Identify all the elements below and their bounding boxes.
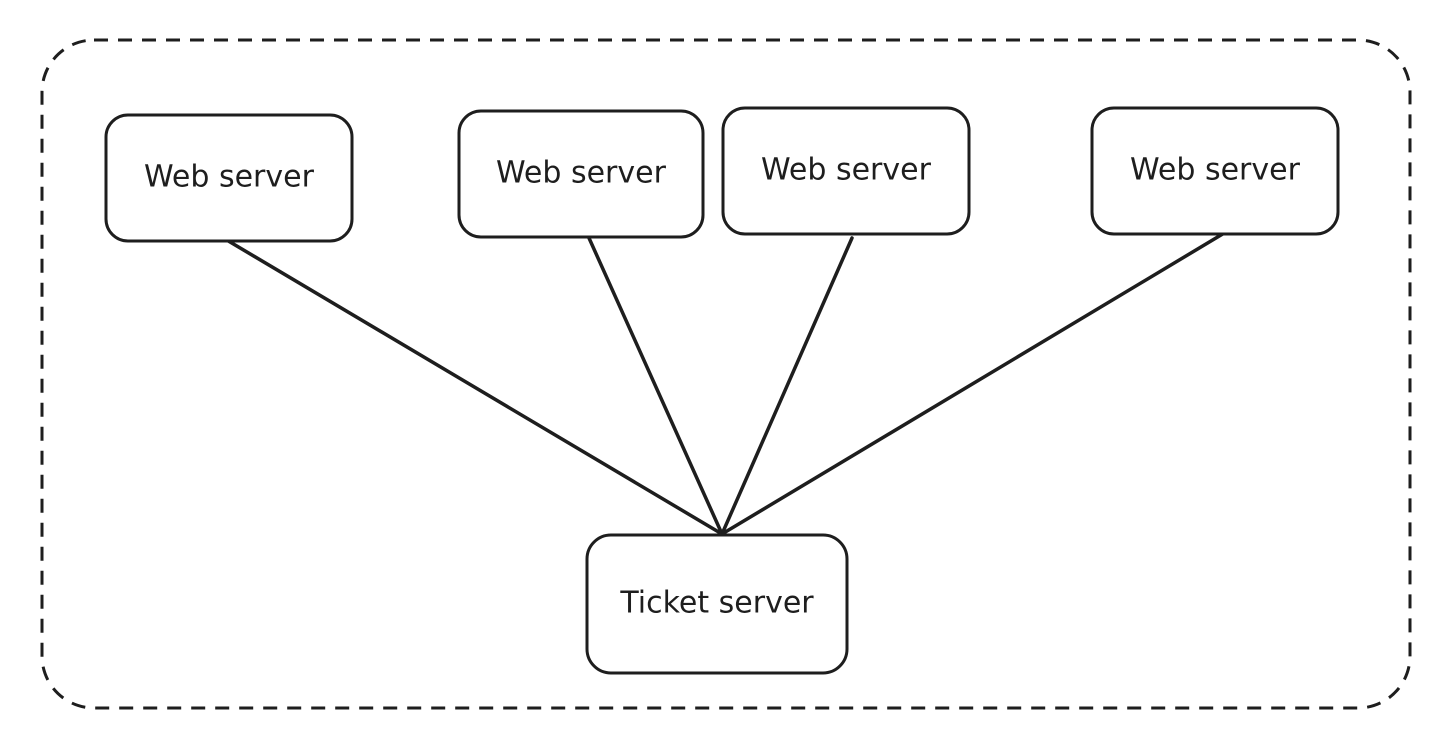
edge-web-server-1-to-ticket-server — [223, 237, 724, 536]
ticket-server-box — [585, 533, 849, 675]
edge-web-server-2-to-ticket-server — [587, 236, 724, 536]
connectors — [223, 230, 1228, 536]
web-server-box — [721, 106, 971, 236]
web-server-node-3[interactable]: Web server — [721, 106, 971, 236]
ticket-server-node[interactable]: Ticket server — [585, 533, 849, 675]
web-server-node-1[interactable]: Web server — [104, 113, 354, 243]
edge-web-server-3-to-ticket-server — [720, 236, 854, 536]
web-server-box — [104, 113, 354, 243]
web-server-box — [1090, 106, 1340, 236]
web-server-label: Web server — [496, 156, 667, 191]
ticket-server-label: Ticket server — [619, 586, 814, 621]
web-server-node-2[interactable]: Web server — [457, 109, 705, 239]
server-group-boundary — [40, 38, 1412, 710]
web-server-label: Web server — [1130, 153, 1301, 188]
edge-web-server-4-to-ticket-server — [720, 230, 1228, 536]
web-server-label: Web server — [761, 153, 932, 188]
web-server-node-4[interactable]: Web server — [1090, 106, 1340, 236]
web-server-box — [457, 109, 705, 239]
web-server-label: Web server — [144, 160, 315, 195]
